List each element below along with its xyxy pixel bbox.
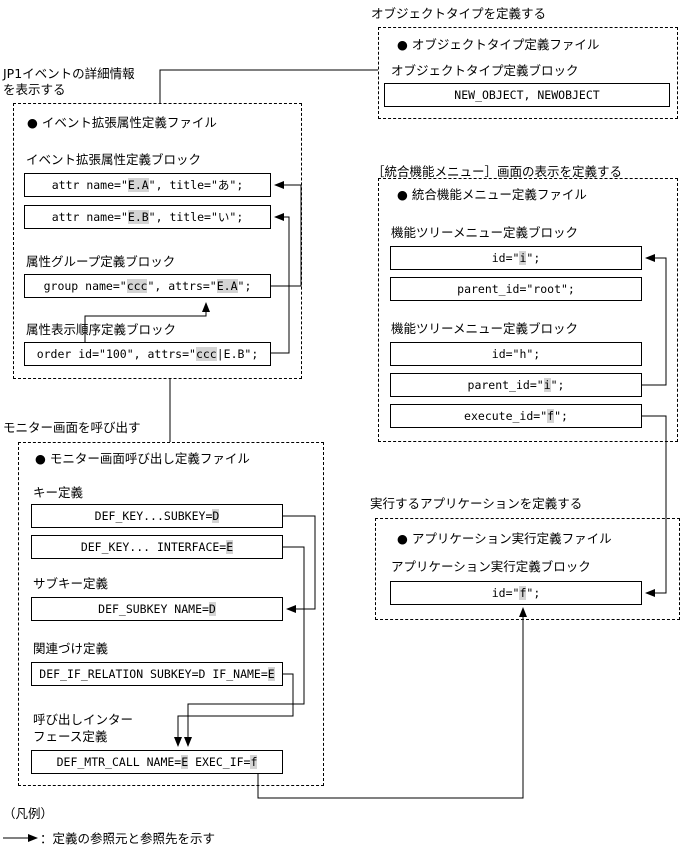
def-key-interface-pre: DEF_KEY... INTERFACE= xyxy=(80,540,227,554)
menu-parent-i-post: "; xyxy=(550,378,565,392)
app-exec-id-value: f xyxy=(519,586,527,600)
menu-execute-f-row: execute_id="f"; xyxy=(390,404,642,428)
attr-group-attrs: E.A xyxy=(216,279,238,293)
attr-e-a-pre: attr name=" xyxy=(51,178,128,192)
menu-id-h-row: id="h"; xyxy=(390,342,642,366)
def-if-relation-row: DEF_IF_RELATION SUBKEY=D IF_NAME=E xyxy=(31,662,283,686)
legend-title: （凡例） xyxy=(3,806,54,821)
menu-parent-i-row: parent_id="i"; xyxy=(390,373,642,397)
arrow-execute-to-app xyxy=(642,415,667,597)
attr-e-a-name: E.A xyxy=(127,178,149,192)
def-subkey-row: DEF_SUBKEY NAME=D xyxy=(31,597,283,621)
app-exec-id-post: "; xyxy=(526,586,541,600)
def-mtr-call-mid: EXEC_IF= xyxy=(188,755,251,769)
integrated-menu-file-title: ● 統合機能メニュー定義ファイル xyxy=(397,187,587,202)
attr-e-b-post: ", title="い"; xyxy=(148,210,244,224)
menu-execute-f-post: "; xyxy=(554,409,568,423)
jp1-event-caption-line2: を表示する xyxy=(3,82,66,97)
attr-group-pre: group name=" xyxy=(43,279,127,293)
attr-group-row: group name="ccc", attrs="E.A"; xyxy=(24,274,271,298)
event-attr-block-label: イベント拡張属性定義ブロック xyxy=(26,152,202,167)
menu-parent-root-row: parent_id="root"; xyxy=(390,277,642,301)
attr-order-block-label: 属性表示順序定義ブロック xyxy=(26,322,177,337)
relation-definition-label: 関連づけ定義 xyxy=(33,641,109,656)
def-key-subkey-pre: DEF_KEY...SUBKEY= xyxy=(94,509,213,523)
app-exec-id-f-row: id="f"; xyxy=(390,581,642,605)
attr-group-block-label: 属性グループ定義ブロック xyxy=(26,254,176,269)
def-if-relation-pre: DEF_IF_RELATION SUBKEY=D IF_NAME= xyxy=(39,667,268,681)
app-exec-file-title: ● アプリケーション実行定義ファイル xyxy=(397,531,612,546)
attr-order-post: |E.B"; xyxy=(216,347,259,361)
arrow-key-to-subkey xyxy=(283,515,316,613)
attr-group-mid: ", attrs=" xyxy=(147,279,217,293)
arrow-order-to-e-b xyxy=(271,213,290,354)
arrow-interface-to-call xyxy=(184,546,305,747)
link-event-to-object-type xyxy=(159,69,378,103)
menu-id-i-row: id="i"; xyxy=(390,246,642,270)
exec-app-caption: 実行するアプリケーションを定義する xyxy=(370,496,583,511)
attr-order-group: ccc xyxy=(195,347,217,361)
attr-e-a-post: ", title="あ"; xyxy=(148,178,244,192)
call-interface-label-line2: フェース定義 xyxy=(33,729,108,744)
integrated-menu-file-frame xyxy=(378,178,678,442)
arrow-relation-to-call xyxy=(174,673,294,747)
attr-e-b-name: E.B xyxy=(127,210,149,224)
menu-execute-f-value: f xyxy=(547,409,555,423)
tree-menu-block1-label: 機能ツリーメニュー定義ブロック xyxy=(391,225,579,240)
attr-order-row: order id="100", attrs="ccc|E.B"; xyxy=(24,342,271,366)
attr-e-b-row: attr name="E.B", title="い"; xyxy=(24,205,271,229)
def-key-subkey-row: DEF_KEY...SUBKEY=D xyxy=(31,504,283,528)
app-exec-id-pre: id=" xyxy=(491,586,520,600)
jp1-event-caption-line1: JP1イベントの詳細情報 xyxy=(3,66,135,81)
object-type-block-label: オブジェクトタイプ定義ブロック xyxy=(391,63,579,78)
def-key-subkey-value: D xyxy=(212,509,220,523)
tree-menu-block2-label: 機能ツリーメニュー定義ブロック xyxy=(391,321,579,336)
attr-e-a-row: attr name="E.A", title="あ"; xyxy=(24,173,271,197)
attr-group-post: "; xyxy=(237,279,252,293)
object-type-file-title: ● オブジェクトタイプ定義ファイル xyxy=(397,37,600,52)
menu-id-i-value: i xyxy=(519,251,527,265)
attr-e-b-pre: attr name=" xyxy=(51,210,128,224)
arrow-order-to-group xyxy=(84,302,210,342)
subkey-definition-label: サブキー定義 xyxy=(33,576,109,591)
object-type-caption: オブジェクトタイプを定義する xyxy=(371,6,547,21)
object-type-file-frame xyxy=(378,27,678,119)
def-if-relation-value: E xyxy=(267,667,275,681)
arrow-parent-to-id-i xyxy=(642,254,667,386)
def-subkey-pre: DEF_SUBKEY NAME= xyxy=(98,602,209,616)
def-mtr-call-exec-if: f xyxy=(250,755,258,769)
arrow-group-to-e-a xyxy=(271,181,302,287)
arrow-exec-if-to-app xyxy=(257,607,527,799)
call-interface-label-line1: 呼び出しインター xyxy=(33,712,134,727)
object-type-definition-box: NEW_OBJECT, NEWOBJECT xyxy=(384,83,670,107)
monitor-call-file-frame xyxy=(18,442,324,786)
key-definition-label: キー定義 xyxy=(33,485,84,500)
def-key-interface-row: DEF_KEY... INTERFACE=E xyxy=(31,535,283,559)
menu-id-i-post: "; xyxy=(526,251,541,265)
legend-description: ：定義の参照元と参照先を示す xyxy=(40,831,216,846)
event-attr-file-title: ● イベント拡張属性定義ファイル xyxy=(27,115,217,130)
menu-parent-i-pre: parent_id=" xyxy=(467,378,544,392)
monitor-call-file-title: ● モニター画面呼び出し定義ファイル xyxy=(35,451,250,466)
def-key-interface-value: E xyxy=(226,540,234,554)
attr-group-name: ccc xyxy=(126,279,148,293)
def-mtr-call-pre: DEF_MTR_CALL NAME= xyxy=(56,755,182,769)
def-mtr-call-name: E xyxy=(181,755,189,769)
monitor-call-caption: モニター画面を呼び出す xyxy=(3,420,141,435)
app-exec-block-label: アプリケーション実行定義ブロック xyxy=(391,559,591,574)
app-exec-file-frame xyxy=(375,518,680,620)
def-subkey-value: D xyxy=(208,602,216,616)
menu-execute-f-pre: execute_id=" xyxy=(464,409,548,423)
integrated-menu-caption: ［統合機能メニュー］画面の表示を定義する xyxy=(372,164,623,179)
menu-id-i-pre: id=" xyxy=(491,251,520,265)
attr-order-pre: order id="100", attrs=" xyxy=(36,347,196,361)
menu-parent-i-value: i xyxy=(543,378,551,392)
def-mtr-call-row: DEF_MTR_CALL NAME=E EXEC_IF=f xyxy=(31,750,283,774)
